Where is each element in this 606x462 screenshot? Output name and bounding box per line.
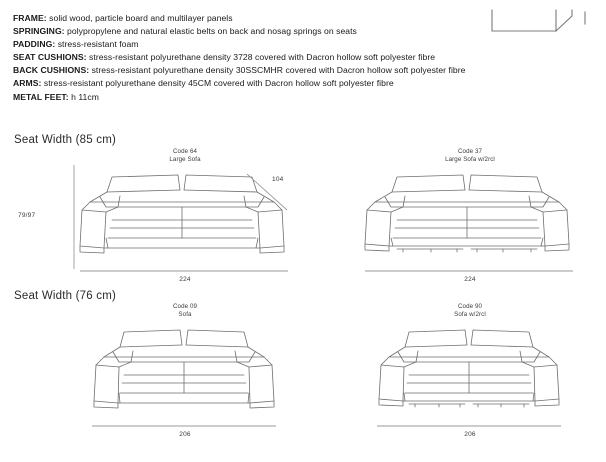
sofa-drawing-code-37 bbox=[364, 174, 570, 253]
dimension-depth-label: 104 bbox=[272, 176, 284, 183]
dimension-line-width-2 bbox=[365, 270, 573, 272]
model-name: Large Sofa w/2rcl bbox=[445, 156, 495, 164]
spec-row-springing: SPRINGING: polypropylene and natural ela… bbox=[13, 25, 483, 38]
sofa-drawing-code-09 bbox=[93, 329, 275, 409]
model-panel-code-37: Code 37 Large Sofa w/2rcl bbox=[345, 148, 595, 283]
dimension-line-width-4 bbox=[377, 425, 561, 427]
model-label: Code 37 Large Sofa w/2rcl bbox=[345, 148, 595, 164]
model-code: Code 64 bbox=[172, 148, 198, 155]
sofa-drawing-code-90 bbox=[378, 329, 560, 408]
model-code: Code 90 bbox=[457, 303, 483, 310]
spec-row-metal-feet: METAL FEET: h 11cm bbox=[13, 91, 483, 104]
section-title-seat-width-76: Seat Width (76 cm) bbox=[14, 290, 117, 302]
brand-mark-icon bbox=[491, 9, 586, 32]
spec-key: METAL FEET: bbox=[13, 91, 69, 102]
dimension-line-width-3 bbox=[92, 425, 276, 427]
spec-value: polypropylene and natural elastic belts … bbox=[64, 26, 357, 37]
model-panel-code-09: Code 09 Sofa bbox=[60, 303, 310, 438]
spec-key: ARMS: bbox=[13, 78, 42, 89]
model-code: Code 37 bbox=[457, 148, 483, 155]
dimension-width-label: 224 bbox=[179, 276, 191, 283]
dimension-width-label: 224 bbox=[464, 276, 476, 283]
spec-row-arms: ARMS: stress-resistant polyurethane dens… bbox=[13, 77, 483, 90]
spec-key: FRAME: bbox=[13, 13, 47, 23]
dimension-line-height-1 bbox=[73, 165, 75, 269]
spec-row-frame: FRAME: solid wood, particle board and mu… bbox=[13, 12, 483, 25]
dimension-line-width-1 bbox=[80, 270, 288, 272]
spec-row-back-cushions: BACK CUSHIONS: stress-resistant polyuret… bbox=[13, 64, 483, 77]
spec-row-padding: PADDING: stress-resistant foam bbox=[13, 38, 483, 51]
spec-value: stress-resistant foam bbox=[55, 39, 139, 50]
spec-key: SPRINGING: bbox=[13, 26, 65, 37]
model-panel-code-64: Code 64 Large Sofa bbox=[60, 148, 310, 283]
model-name: Sofa bbox=[178, 311, 192, 319]
model-code: Code 09 bbox=[172, 303, 198, 310]
specification-list: FRAME: solid wood, particle board and mu… bbox=[13, 12, 483, 104]
dimension-height-label: 79/97 bbox=[18, 212, 36, 219]
model-name: Large Sofa bbox=[169, 156, 201, 164]
spec-value: stress-resistant polyurethane density 30… bbox=[89, 65, 466, 76]
spec-value: h 11cm bbox=[68, 91, 99, 102]
spec-row-seat-cushions: SEAT CUSHIONS: stress-resistant polyuret… bbox=[13, 51, 483, 64]
model-panel-code-90: Code 90 Sofa w/2rcl bbox=[345, 303, 595, 438]
spec-value: stress-resistant polyurethane density 37… bbox=[86, 52, 436, 63]
spec-key: PADDING: bbox=[13, 39, 56, 50]
dimension-width-label: 206 bbox=[179, 431, 191, 438]
model-label: Code 64 Large Sofa bbox=[60, 148, 310, 164]
spec-key: BACK CUSHIONS: bbox=[13, 65, 90, 76]
dimension-width-label: 206 bbox=[464, 431, 476, 438]
section-title-seat-width-85: Seat Width (85 cm) bbox=[14, 134, 117, 146]
model-label: Code 90 Sofa w/2rcl bbox=[345, 303, 595, 319]
sofa-drawing-code-64 bbox=[79, 174, 285, 254]
spec-key: SEAT CUSHIONS: bbox=[13, 52, 87, 63]
spec-value: solid wood, particle board and multilaye… bbox=[46, 13, 233, 23]
spec-value: stress-resistant polyurethane density 45… bbox=[41, 78, 394, 89]
dimension-line-depth-1 bbox=[246, 173, 288, 211]
model-name: Sofa w/2rcl bbox=[454, 311, 486, 319]
model-label: Code 09 Sofa bbox=[60, 303, 310, 319]
